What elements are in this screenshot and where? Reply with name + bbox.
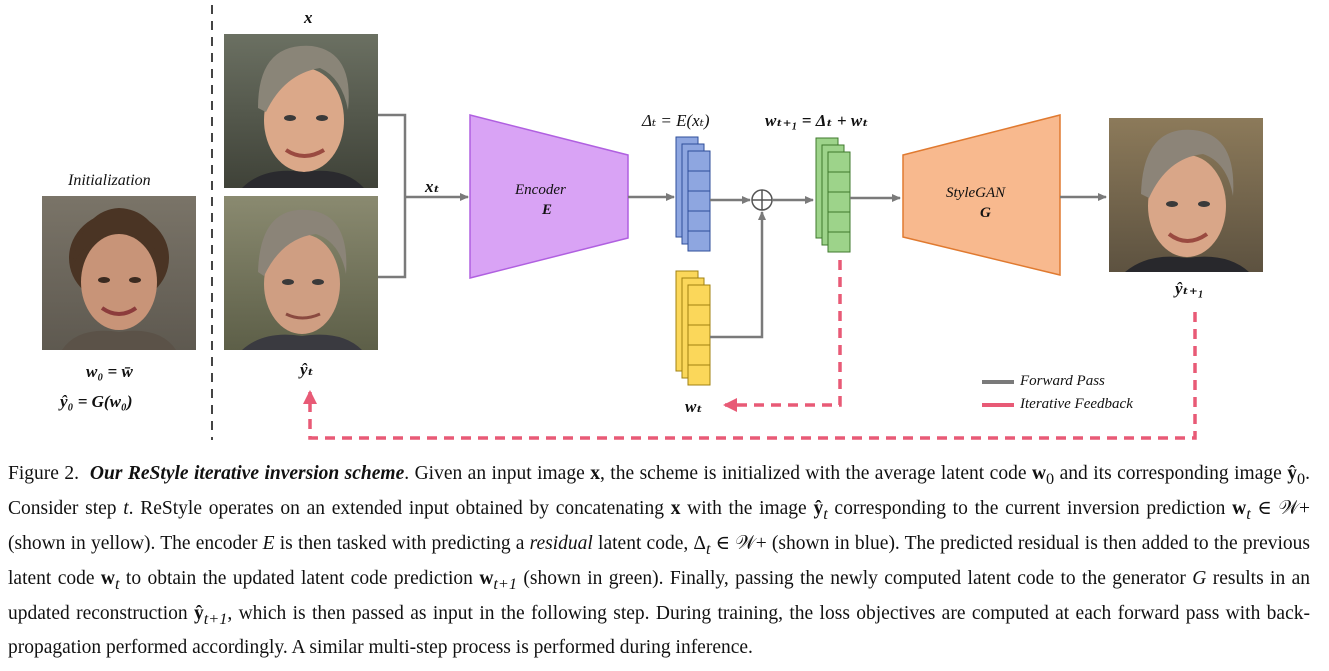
encoder-title: Encoder [515,182,566,198]
encoder-block [469,114,629,279]
face-portrait-icon [1125,129,1249,272]
init-label: Initialization [68,172,151,189]
wt-label: wₜ [685,397,703,416]
delta-equation: Δₜ = E(xₜ) [642,111,710,130]
face-portrait-icon [242,209,362,350]
x-label: x [304,8,313,27]
feedback-wnext-to-wt [723,260,842,412]
caption-title: Our ReStyle iterative inversion scheme [89,463,405,484]
figure: Initialization w₀ = w̄ ŷ₀ = G(w₀) x ŷₜ x… [42,5,1263,440]
yt-label: ŷₜ [300,360,314,379]
ynext-label: ŷₜ₊₁ [1175,279,1204,298]
face-portrait-icon [242,45,364,188]
caption-fig-num: Figure 2. [8,463,79,484]
delta-blocks [675,136,711,252]
x-connector [378,113,407,197]
input-face-image [224,34,378,188]
xt-label: xₜ [425,177,440,196]
legend-feedback-label: Iterative Feedback [1020,396,1133,412]
yt-connector [378,197,407,279]
w0-equation: w₀ = w̄ [86,362,133,381]
stylegan-block [902,114,1061,276]
ynext-face-image [1109,118,1263,272]
wt-to-plus-connector [710,211,766,339]
stylegan-title: StyleGAN [946,185,1006,201]
init-face-image [42,196,196,350]
yt-face-image [224,196,378,350]
figure-caption: Figure 2. Our ReStyle iterative inversio… [8,463,1311,659]
stylegan-symbol: G [980,205,991,221]
figure-diagram [211,5,1197,440]
plus-operator-icon [751,189,773,211]
face-portrait-icon [62,208,176,350]
wnext-equation: wₜ₊₁ = Δₜ + wₜ [765,111,869,130]
feedback-ynext-to-yt [303,312,1197,440]
legend-forward-label: Forward Pass [1020,373,1105,389]
encoder-symbol: E [542,202,553,218]
wnext-blocks [815,137,851,253]
wt-blocks [675,270,711,386]
y0-equation: ŷ₀ = G(w₀) [60,392,133,411]
